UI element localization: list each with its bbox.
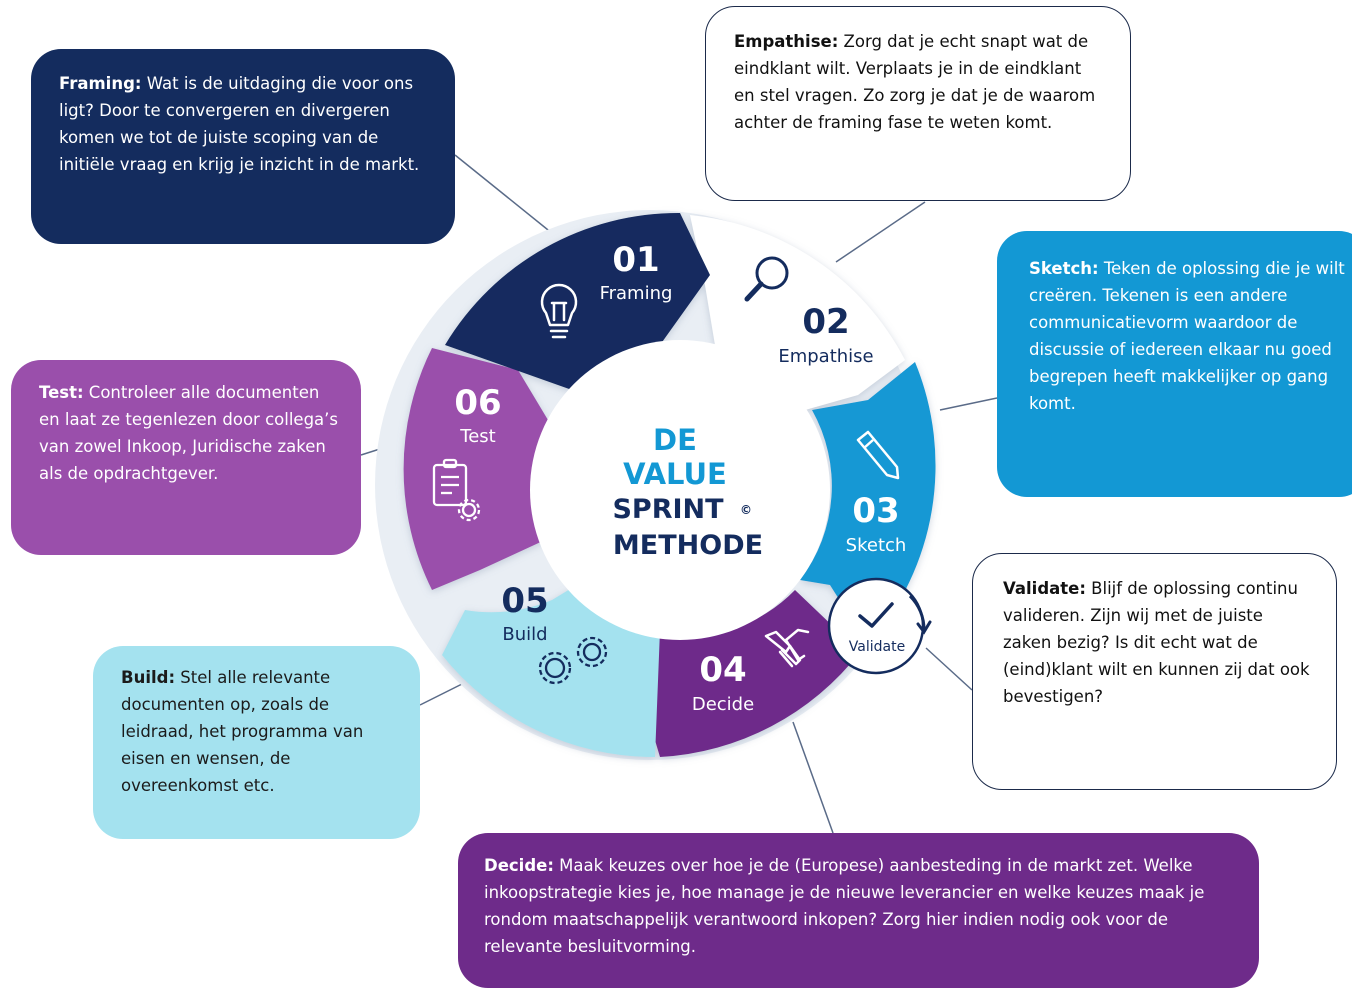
build-title: Build: <box>121 668 176 687</box>
segment-number-framing: 01 <box>612 240 659 280</box>
empathise-description-box: Empathise: Zorg dat je echt snapt wat de… <box>705 6 1131 201</box>
decide-title: Decide: <box>484 856 554 875</box>
segment-label-test: Test <box>459 426 495 447</box>
segment-number-decide: 04 <box>699 650 746 690</box>
segment-label-decide: Decide <box>692 694 754 715</box>
empathise-text: Zorg dat je echt snapt wat de eindklant … <box>734 32 1096 132</box>
cycle-arrow-icon <box>908 594 926 631</box>
center-circle <box>530 340 830 640</box>
connector-decide <box>792 721 834 834</box>
decide-text: Maak keuzes over hoe je de (Europese) aa… <box>484 856 1205 956</box>
gears-icon <box>538 636 608 685</box>
segment-label-sketch: Sketch <box>846 535 907 556</box>
center-title: DE VALUE SPRINT © METHODE <box>612 423 763 561</box>
framing-description-box: Framing: Wat is de uitdaging die voor on… <box>31 49 455 244</box>
framing-text: Wat is de uitdaging die voor ons ligt? D… <box>59 74 420 174</box>
center-line4: METHODE <box>613 530 763 561</box>
center-line2: VALUE <box>623 457 727 491</box>
segment-number-empathise: 02 <box>802 302 849 342</box>
magnifier-icon <box>744 256 789 302</box>
validate-description-box: Validate: Blijf de oplossing continu val… <box>972 553 1337 790</box>
sketch-description-box: Sketch: Teken de oplossing die je wilt c… <box>997 231 1352 497</box>
segment-build <box>442 580 660 758</box>
arrowhead-icon <box>916 620 932 635</box>
handshake-icon <box>764 628 810 668</box>
validate-title: Validate: <box>1003 579 1086 598</box>
empathise-title: Empathise: <box>734 32 839 51</box>
connector-empathise <box>835 201 926 263</box>
validate-badge: Validate <box>827 577 932 675</box>
segment-number-sketch: 03 <box>852 491 899 531</box>
segment-label-empathise: Empathise <box>778 346 873 367</box>
center-line3: SPRINT <box>612 494 724 525</box>
checkmark-icon <box>858 602 894 628</box>
connector-lines <box>360 154 998 834</box>
connector-framing <box>454 154 559 239</box>
clipboard-gear-icon <box>432 458 481 522</box>
segment-label-build: Build <box>502 624 547 645</box>
test-text: Controleer alle documenten en laat ze te… <box>39 383 338 483</box>
build-text: Stel alle relevante documenten op, zoals… <box>121 668 364 795</box>
test-title: Test: <box>39 383 84 402</box>
pencil-icon <box>856 430 900 480</box>
segment-label-framing: Framing <box>600 283 673 304</box>
center-line1: DE <box>653 423 697 457</box>
segment-sketch <box>800 362 936 645</box>
sketch-title: Sketch: <box>1029 259 1099 278</box>
framing-title: Framing: <box>59 74 142 93</box>
test-description-box: Test: Controleer alle documenten en laat… <box>11 360 361 555</box>
lightbulb-icon <box>540 283 578 339</box>
validate-label: Validate <box>849 639 905 655</box>
segment-number-build: 05 <box>501 581 548 621</box>
segment-empathise <box>690 215 905 410</box>
connector-sketch <box>939 397 998 411</box>
validate-text: Blijf de oplossing continu valideren. Zi… <box>1003 579 1310 706</box>
decide-description-box: Decide: Maak keuzes over hoe je de (Euro… <box>458 833 1259 988</box>
copyright-mark: © <box>740 503 752 517</box>
segment-number-test: 06 <box>454 383 501 423</box>
segment-test <box>403 348 548 590</box>
connector-validate <box>925 647 973 691</box>
sketch-text: Teken de oplossing die je wilt creëren. … <box>1029 259 1345 413</box>
build-description-box: Build: Stel alle relevante documenten op… <box>93 646 420 839</box>
